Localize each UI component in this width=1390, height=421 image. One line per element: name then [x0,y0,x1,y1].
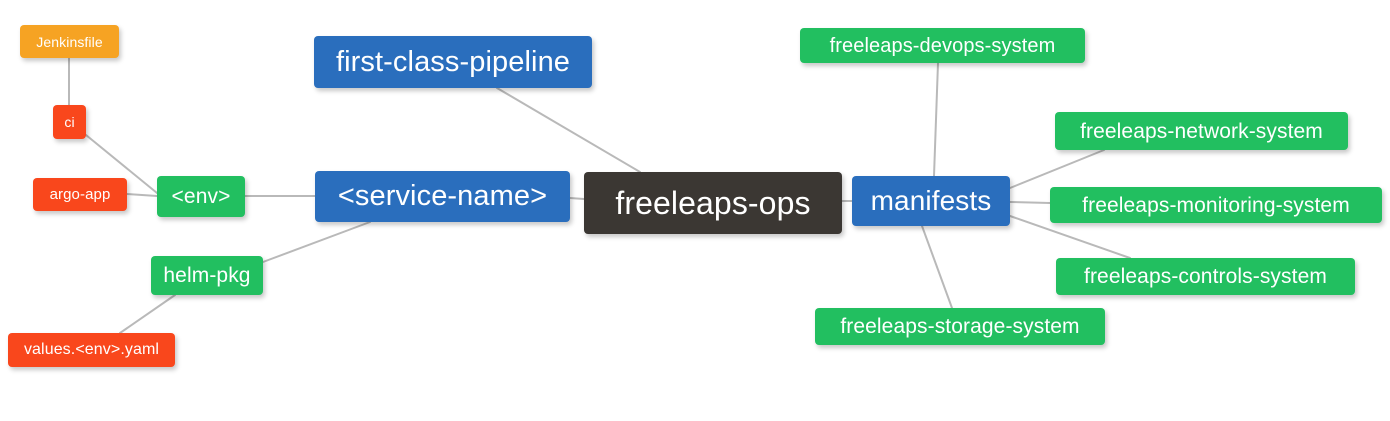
edge-manifests-to-freeleaps-monitoring-system [1009,201,1051,204]
node-argo-app[interactable]: argo-app [33,178,127,211]
edge-manifests-to-freeleaps-storage-system [921,225,953,309]
node-freeleaps-storage-system[interactable]: freeleaps-storage-system [815,308,1105,345]
node-label-argo-app: argo-app [49,186,111,203]
edge-manifests-to-freeleaps-network-system [1009,149,1105,189]
node-freeleaps-devops-system[interactable]: freeleaps-devops-system [800,28,1085,63]
node-label-first-class-pipeline: first-class-pipeline [335,45,571,78]
edge-manifests-to-freeleaps-devops-system [933,62,939,177]
edge-service-name-to-freeleaps-ops [569,197,585,200]
node-label-freeleaps-monitoring-system: freeleaps-monitoring-system [1082,193,1350,217]
node-label-env: <env> [171,185,231,208]
node-label-freeleaps-network-system: freeleaps-network-system [1080,119,1323,143]
edge-first-class-pipeline-to-freeleaps-ops [496,87,641,173]
node-freeleaps-ops[interactable]: freeleaps-ops [584,172,842,234]
node-freeleaps-controls-system[interactable]: freeleaps-controls-system [1056,258,1355,295]
node-manifests[interactable]: manifests [852,176,1010,226]
node-service-name[interactable]: <service-name> [315,171,570,222]
node-ci[interactable]: ci [53,105,86,139]
edge-helm-pkg-to-service-name [262,221,371,263]
node-env[interactable]: <env> [157,176,245,217]
edge-argo-app-to-env [126,193,158,197]
node-jenkinsfile[interactable]: Jenkinsfile [20,25,119,58]
node-freeleaps-monitoring-system[interactable]: freeleaps-monitoring-system [1050,187,1382,223]
node-label-helm-pkg: helm-pkg [163,264,251,287]
node-label-freeleaps-storage-system: freeleaps-storage-system [840,315,1080,338]
node-first-class-pipeline[interactable]: first-class-pipeline [314,36,592,88]
node-label-manifests: manifests [870,185,992,216]
node-label-freeleaps-ops: freeleaps-ops [615,185,811,221]
node-label-freeleaps-devops-system: freeleaps-devops-system [829,34,1056,57]
node-label-freeleaps-controls-system: freeleaps-controls-system [1084,265,1327,288]
edge-values-yaml-to-helm-pkg [119,294,176,334]
node-freeleaps-network-system[interactable]: freeleaps-network-system [1055,112,1348,150]
node-helm-pkg[interactable]: helm-pkg [151,256,263,295]
node-label-service-name: <service-name> [337,180,548,212]
node-values-yaml[interactable]: values.<env>.yaml [8,333,175,367]
node-label-ci: ci [64,114,75,130]
node-label-values-yaml: values.<env>.yaml [23,341,160,358]
node-label-jenkinsfile: Jenkinsfile [36,33,103,50]
